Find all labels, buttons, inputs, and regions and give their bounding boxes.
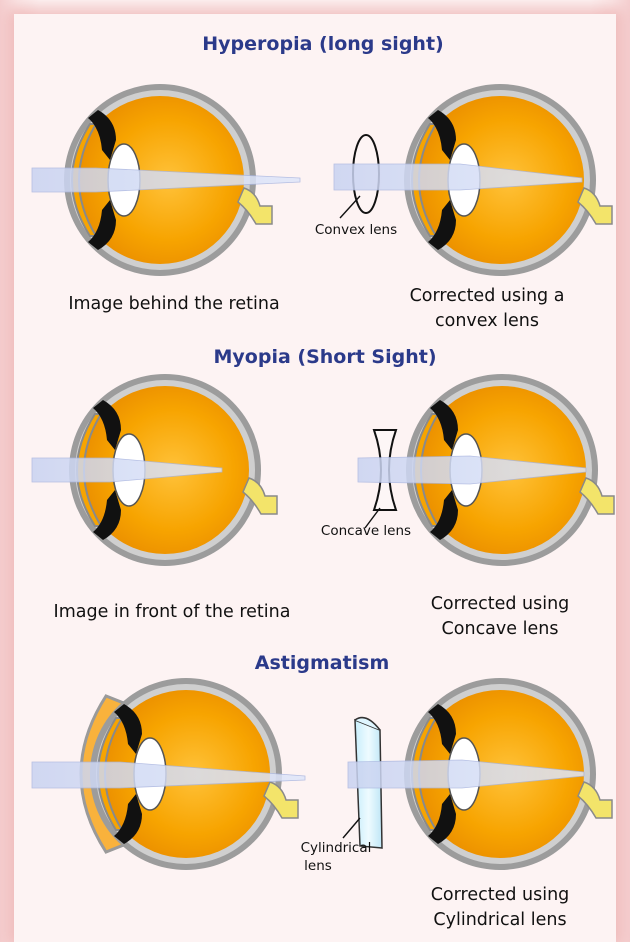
astigmatism-right-caption-line2: Cylindrical lens (433, 910, 566, 930)
hyperopia-right-caption-line2: convex lens (435, 311, 539, 331)
astigmatism-title: Astigmatism (255, 652, 390, 674)
hyperopia-left-caption: Image behind the retina (68, 294, 279, 314)
astigmatism-right-caption-line1: Corrected using (431, 885, 570, 905)
myopia-left-caption: Image in front of the retina (54, 602, 291, 622)
myopia-right-caption-line2: Concave lens (442, 619, 559, 639)
hyperopia-right-caption-line1: Corrected using a (410, 286, 565, 306)
hyperopia-light-beam (32, 168, 300, 192)
myopia-title: Myopia (Short Sight) (214, 346, 437, 368)
cylindrical-lens-label-line2: lens (304, 858, 332, 874)
hyperopia-title: Hyperopia (long sight) (202, 33, 443, 55)
cylindrical-lens-label-line1: Cylindrical (301, 840, 372, 856)
concave-lens-label: Concave lens (321, 523, 411, 539)
myopia-right-caption-line1: Corrected using (431, 594, 570, 614)
convex-lens-label: Convex lens (315, 222, 397, 238)
